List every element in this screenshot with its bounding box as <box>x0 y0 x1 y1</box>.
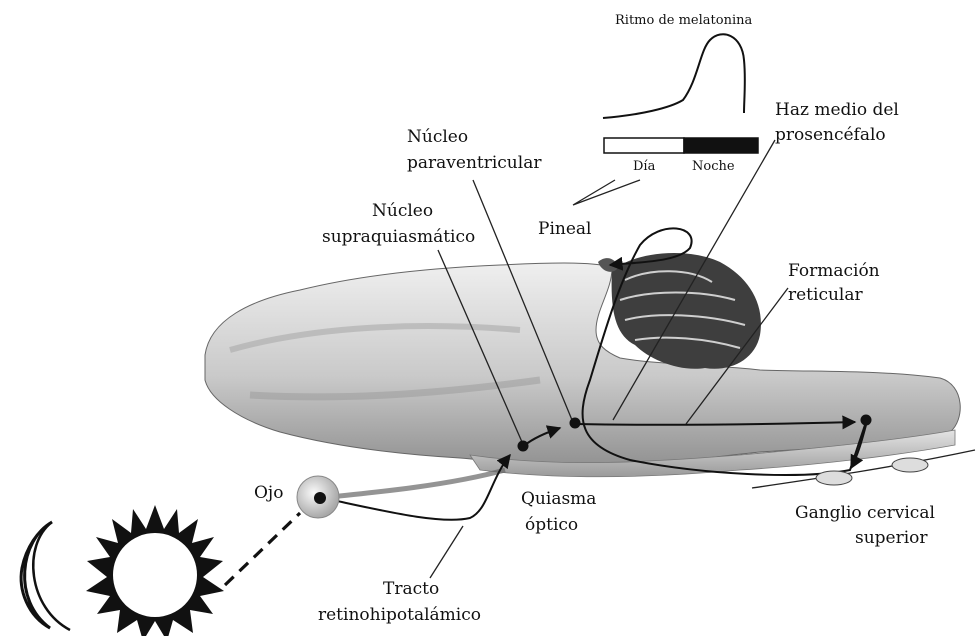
ganglion-label-line2: superior <box>855 528 928 548</box>
melatonin-curve <box>603 34 745 118</box>
ganglion-label-line1: Ganglio cervical <box>795 503 935 523</box>
ganglion-node <box>861 415 872 426</box>
suprachiasmatic-label-line2: supraquiasmático <box>322 227 475 247</box>
night-bar <box>684 138 758 153</box>
ganglion-2 <box>892 458 928 472</box>
eye-label: Ojo <box>254 483 283 503</box>
ganglion-1 <box>816 471 852 485</box>
sun-icon <box>86 505 224 636</box>
chiasm-label-line2: óptico <box>525 515 578 535</box>
melatonin-rhythm-title: Ritmo de melatonina <box>615 13 752 28</box>
tract-label-line1: Tracto <box>383 579 439 599</box>
moon-icon <box>21 522 70 630</box>
eye <box>297 476 339 518</box>
pvn-node <box>570 418 581 429</box>
pineal-label: Pineal <box>538 219 591 239</box>
night-label: Noche <box>692 159 735 174</box>
inset-connector <box>573 180 640 205</box>
day-label: Día <box>633 159 656 174</box>
haz-medio-label: Haz medio del <box>775 100 899 120</box>
optic-nerve <box>320 470 505 498</box>
reticular-label-line2: reticular <box>788 285 863 305</box>
pupil-node <box>314 492 326 504</box>
paraventricular-label-line1: Núcleo <box>407 127 468 147</box>
melatonin-rhythm-inset: Ritmo de melatonina Día Noche <box>573 13 758 205</box>
leader-tract <box>430 526 463 578</box>
day-bar <box>604 138 684 153</box>
scn-node <box>518 441 529 452</box>
suprachiasmatic-label-line1: Núcleo <box>372 201 433 221</box>
prosencefalo-label: prosencéfalo <box>775 125 886 145</box>
chiasm-label-line1: Quiasma <box>521 489 596 509</box>
cerebellum-shape <box>612 253 761 369</box>
light-ray-dashed <box>225 513 300 585</box>
reticular-label-line1: Formación <box>788 261 880 281</box>
tract-label-line2: retinohipotalámico <box>318 605 481 625</box>
paraventricular-label-line2: paraventricular <box>407 153 542 173</box>
